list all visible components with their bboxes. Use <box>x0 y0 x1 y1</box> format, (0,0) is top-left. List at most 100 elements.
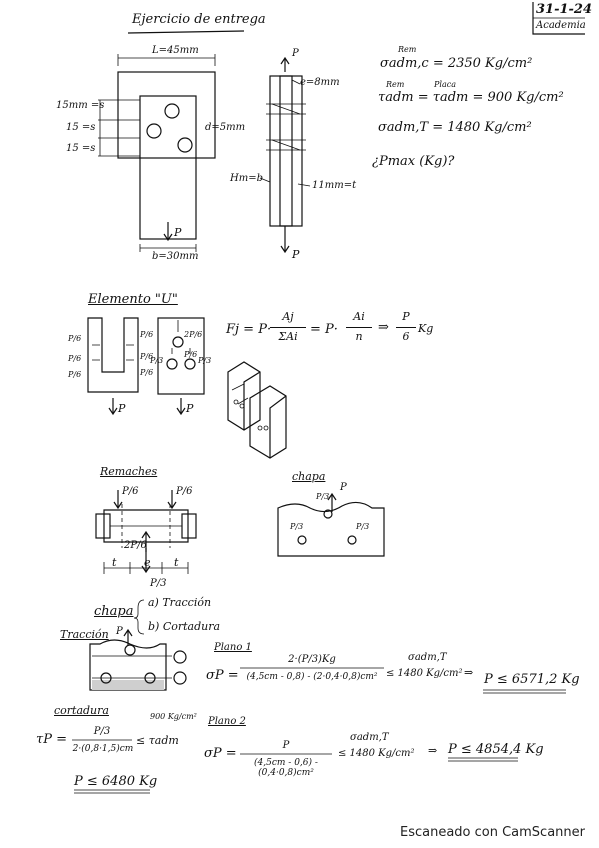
traccion-heading: Tracción <box>60 628 109 641</box>
u-den2: n <box>355 330 363 343</box>
u-formula-mid: = P· <box>310 322 338 337</box>
plano2-heading: Plano 2 <box>208 716 246 727</box>
sigma-adm-c: σadm,c = 2350 Kg/cm² <box>380 56 533 71</box>
cortadura-lhs: τP = <box>36 732 67 747</box>
rem-dim-e: e <box>144 556 151 569</box>
dim-e: e=8mm <box>300 77 340 88</box>
date-box <box>532 2 585 35</box>
dim-t: 11mm=t <box>312 180 357 191</box>
rivet-hole-right <box>177 137 193 153</box>
cortadura-tau-label: 900 Kg/cm² <box>150 712 197 721</box>
elemento-u-drawing <box>87 317 205 416</box>
u-label-3: P/6 <box>68 354 82 363</box>
u-hole-label-3: P/3 <box>150 356 164 365</box>
rem-load-1: P/6 <box>122 486 139 497</box>
traccion-plate-drawing <box>89 628 187 691</box>
cortadura-heading: cortadura <box>54 704 109 717</box>
dim-h: Hm=b <box>230 173 263 184</box>
u-num3: P <box>402 310 410 323</box>
u-label-4: P/6 <box>140 352 154 361</box>
dim-b: b=30mm <box>152 251 199 262</box>
u-formula-lhs: Fj = P· <box>226 322 272 337</box>
u-label-6: P/6 <box>140 368 154 377</box>
u-label-1: P/6 <box>68 334 82 343</box>
cortadura-rhs: ≤ τadm <box>136 734 179 747</box>
chapa-label-3: P/3 <box>356 522 370 531</box>
rem-load-4: P/3 <box>150 578 167 589</box>
mode-b: b) Cortadura <box>148 620 221 633</box>
side-P-label: P <box>292 48 299 59</box>
mode-a: a) Tracción <box>148 596 212 609</box>
page-title: Ejercicio de entrega <box>132 12 266 27</box>
tau-adm: τadm = τadm = 900 Kg/cm² <box>378 90 564 105</box>
plano2-result: P ≤ 4854,4 Kg <box>448 742 544 757</box>
plano1-arrow: ⇒ <box>464 666 474 679</box>
chapa-label-1: P/3 <box>316 492 330 501</box>
question: ¿Pmax (Kg)? <box>372 154 455 169</box>
tau-sup-2: Placa <box>434 80 456 89</box>
traccion-P: P <box>116 626 123 637</box>
plano2-lhs: σP = <box>204 746 237 761</box>
u-P-1: P <box>118 402 126 415</box>
plano2-num: P <box>282 740 290 751</box>
date: 31-1-24 <box>536 2 593 17</box>
dim-L: L=45mm <box>152 45 199 56</box>
P-top-label: P <box>174 226 182 239</box>
rivet-hole-left <box>146 123 162 139</box>
u-label-2: P/6 <box>140 330 154 339</box>
plano1-result: P ≤ 6571,2 Kg <box>484 672 580 687</box>
rem-load-2: P/6 <box>176 486 193 497</box>
chapa-P: P <box>340 482 347 493</box>
u-hole-label-1: 2P/6 <box>184 330 203 339</box>
plano2-sigma-label: σadm,T <box>350 732 389 743</box>
chapa-drawing <box>277 492 385 557</box>
side-P-bottom: P <box>292 248 300 261</box>
u-num2: Ai <box>353 310 365 323</box>
scanner-footer: Escaneado con CamScanner <box>399 825 585 840</box>
sigma-adm-t: σadm,T = 1480 Kg/cm² <box>378 120 532 135</box>
u-arrow: ⇒ <box>378 320 389 335</box>
u-num1: Aj <box>282 310 294 323</box>
u-den1: ΣAi <box>278 330 298 343</box>
plano1-num: 2·(P/3)Kg <box>288 654 336 665</box>
u-label-5: P/6 <box>68 370 82 379</box>
plano2-arrow: ⇒ <box>428 744 438 757</box>
side-view-drawing <box>259 56 311 254</box>
plano1-den: (4,5cm - 0,8) - (2·0,4·0,8)cm² <box>246 672 378 682</box>
u-P-2: P <box>186 402 194 415</box>
rem-dim-t2: t <box>174 556 179 569</box>
plano1-rhs: ≤ 1480 Kg/cm² <box>386 668 463 679</box>
plano1-lhs: σP = <box>206 668 239 683</box>
u-den3: 6 <box>402 330 410 343</box>
sig-c-sup: Rem <box>398 45 417 54</box>
cortadura-num: P/3 <box>93 726 111 737</box>
plano2-den: (4,5cm - 0,6) - (0,4·0,8)cm² <box>254 758 318 778</box>
remaches-drawing <box>95 490 197 574</box>
u-hole-label-4: P/3 <box>198 356 212 365</box>
plano1-heading: Plano 1 <box>214 642 252 653</box>
cortadura-den: 2·(0,8·1,5)cm <box>72 744 134 754</box>
tag: Academia <box>536 20 586 31</box>
plano1-sigma-label: σadm,T <box>408 652 447 663</box>
cortadura-result: P ≤ 6480 Kg <box>74 774 158 789</box>
spacing-2: 15 =s <box>66 122 96 133</box>
plate-assembly-drawing <box>98 54 216 252</box>
rem-dim-t1: t <box>112 556 117 569</box>
chapa-label-2: P/3 <box>290 522 304 531</box>
dim-d: d=5mm <box>205 122 246 133</box>
plano2-rhs: ≤ 1480 Kg/cm² <box>338 748 415 759</box>
elemento-u-heading: Elemento "U" <box>88 292 178 307</box>
isometric-u-drawing <box>227 361 287 459</box>
title-underline <box>127 30 245 34</box>
u-unit: Kg <box>418 322 434 335</box>
spacing-1: 15mm =s <box>56 100 105 111</box>
spacing-3: 15 =s <box>66 143 96 154</box>
rivet-hole-top <box>164 103 180 119</box>
chapa-modes-heading: chapa <box>94 604 134 619</box>
remaches-heading: Remaches <box>100 465 158 478</box>
u-hole-label-2: P/6 <box>184 350 198 359</box>
tau-sup-1: Rem <box>386 80 405 89</box>
chapa-heading: chapa <box>292 470 326 483</box>
brace <box>133 599 145 635</box>
